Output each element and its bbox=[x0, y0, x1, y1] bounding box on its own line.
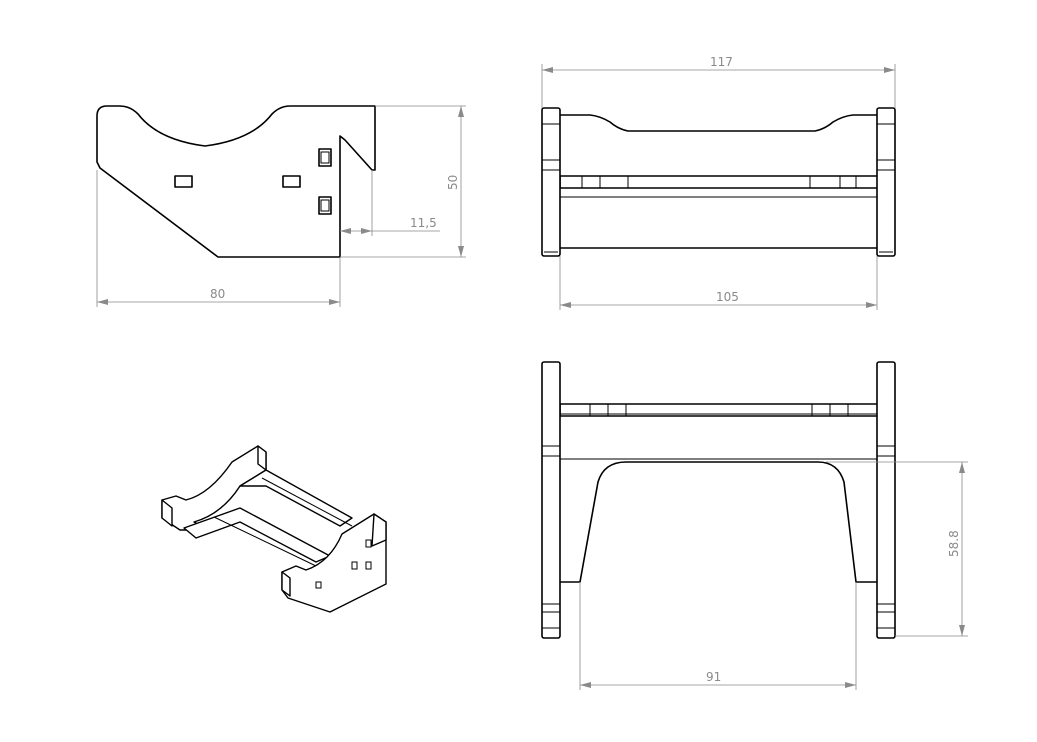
dim-side-height: 50 bbox=[340, 105, 466, 258]
dim-top-inner: 105 bbox=[559, 256, 878, 310]
dim-front-height-label: 58.8 bbox=[947, 530, 961, 557]
side-slot-inner-2 bbox=[320, 199, 330, 212]
isometric-view bbox=[161, 445, 387, 613]
dim-front-opening-label: 91 bbox=[706, 670, 721, 684]
top-back-profile bbox=[559, 114, 881, 132]
front-left-plate bbox=[541, 361, 561, 639]
side-slot-left bbox=[174, 175, 193, 188]
dim-front-height: 58.8 bbox=[826, 461, 968, 637]
dim-side-notch: 11,5 bbox=[340, 170, 440, 236]
side-slot-inner bbox=[320, 151, 330, 164]
top-view bbox=[541, 107, 896, 257]
iso-slot-1 bbox=[351, 561, 358, 570]
front-view bbox=[541, 361, 896, 639]
iso-rail-right bbox=[239, 469, 353, 527]
iso-slot-4 bbox=[365, 539, 372, 548]
top-left-plate bbox=[541, 107, 561, 257]
dim-top-overall-label: 117 bbox=[710, 55, 733, 69]
dim-side-notch-label: 11,5 bbox=[410, 216, 437, 230]
dim-top-inner-label: 105 bbox=[716, 290, 739, 304]
dim-side-width-label: 80 bbox=[210, 287, 225, 301]
side-slot-lower-right bbox=[318, 196, 332, 215]
iso-rail-left bbox=[183, 507, 331, 563]
top-right-plate bbox=[876, 107, 896, 257]
dim-side-width: 80 bbox=[96, 170, 341, 307]
dim-side-height-label: 50 bbox=[446, 175, 460, 190]
dim-top-overall: 117 bbox=[541, 55, 896, 108]
side-profile bbox=[96, 105, 376, 258]
side-slot-middle bbox=[282, 175, 301, 188]
front-right-plate bbox=[876, 361, 896, 639]
side-slot-upper-right bbox=[318, 148, 332, 167]
front-opening-profile bbox=[559, 461, 881, 583]
iso-slot-3 bbox=[315, 581, 322, 589]
iso-slot-2 bbox=[365, 561, 372, 570]
top-back-band bbox=[559, 175, 881, 189]
dim-front-opening: 91 bbox=[579, 582, 857, 690]
side-view bbox=[96, 105, 376, 258]
iso-front-plate bbox=[281, 513, 387, 613]
